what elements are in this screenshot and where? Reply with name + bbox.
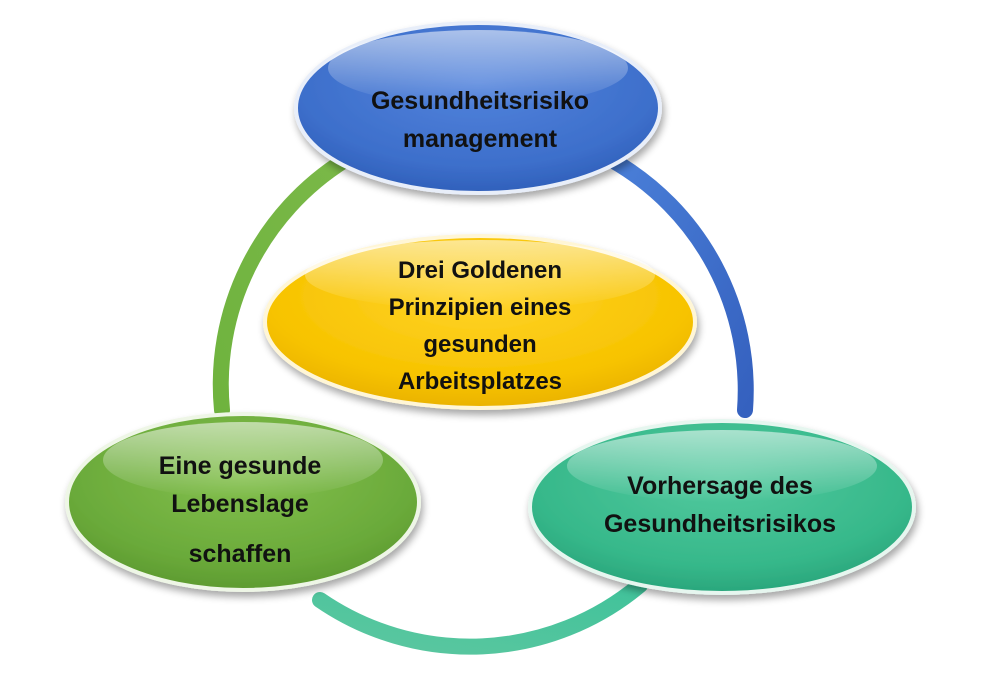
node-top <box>294 21 662 195</box>
node-right <box>528 419 916 595</box>
node-center <box>263 234 697 410</box>
arc-top-right <box>604 152 754 418</box>
node-left <box>65 412 421 592</box>
ring <box>212 152 754 655</box>
arc-left <box>212 152 353 418</box>
arc-bottom <box>312 577 648 655</box>
